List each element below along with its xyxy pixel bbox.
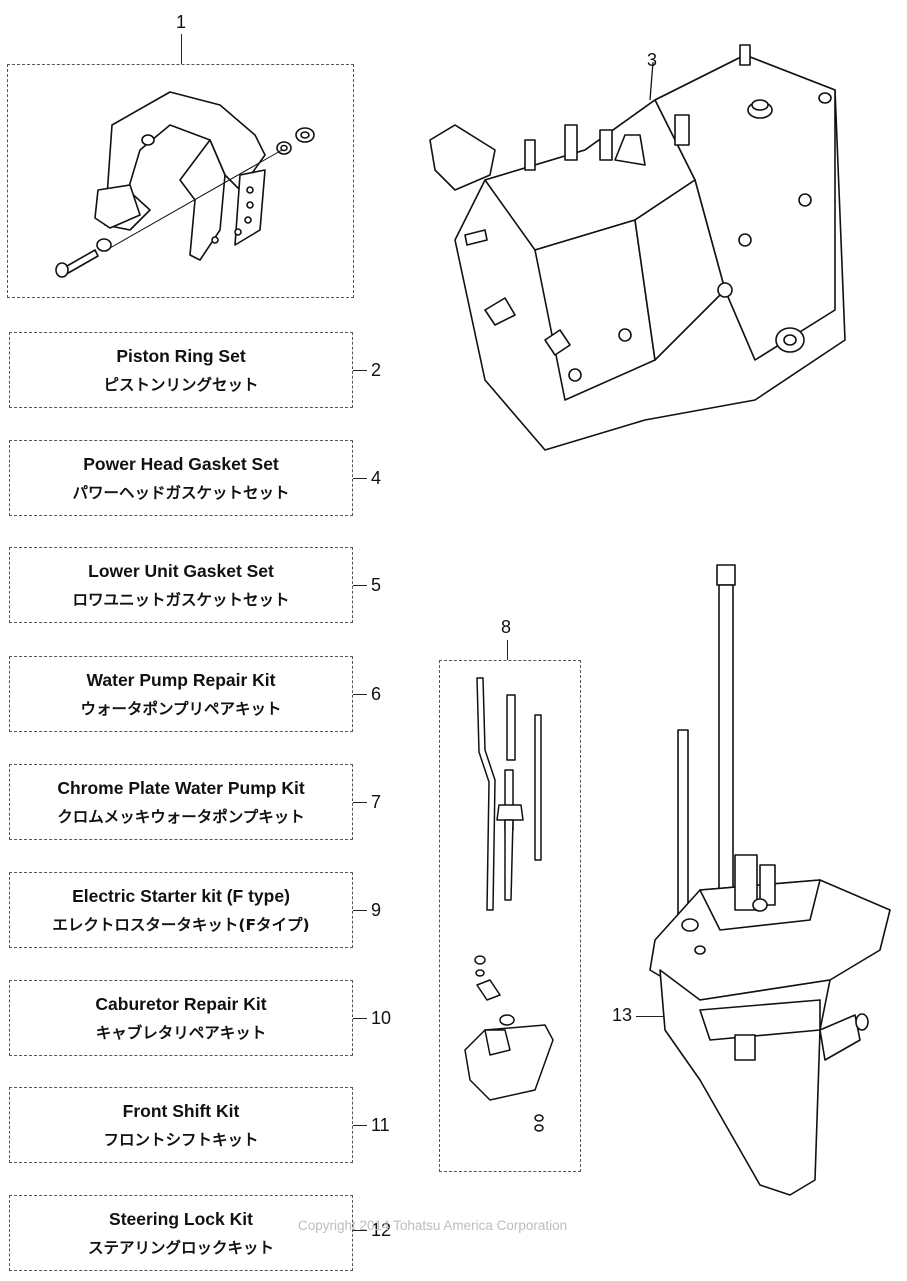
callout-6: 6 bbox=[371, 684, 382, 704]
callout-8: 8 bbox=[501, 617, 512, 637]
kit-name-jp: クロムメッキウォータポンプキット bbox=[57, 808, 305, 826]
callout-11-leader bbox=[353, 1125, 367, 1127]
callout-7: 7 bbox=[371, 792, 382, 812]
callout-10: 10 bbox=[371, 1008, 392, 1028]
callout-8-leader bbox=[507, 640, 509, 660]
kit-name-jp: パワーヘッドガスケットセット bbox=[72, 484, 290, 502]
callout-12: 12 bbox=[371, 1220, 392, 1240]
callout-6-leader bbox=[353, 694, 367, 696]
kit-box-chrome-plate-water-pump-kit: Chrome Plate Water Pump Kit クロムメッキウォータポン… bbox=[9, 764, 353, 840]
kit-box-electric-starter-kit: Electric Starter kit (F type) エレクトロスタータキ… bbox=[9, 872, 353, 948]
callout-7-leader bbox=[353, 802, 367, 804]
kit-box-water-pump-repair-kit: Water Pump Repair Kit ウォータポンプリペアキット bbox=[9, 656, 353, 732]
kit-name-en: Water Pump Repair Kit bbox=[86, 670, 276, 690]
kit-name-jp: フロントシフトキット bbox=[103, 1131, 259, 1149]
callout-9: 9 bbox=[371, 900, 382, 920]
kit-name-jp: キャブレタリペアキット bbox=[95, 1024, 267, 1042]
copyright-watermark: Copyright 2014 Tohatsu America Corporati… bbox=[298, 1218, 568, 1233]
callout-4-leader bbox=[353, 478, 367, 480]
callout-9-leader bbox=[353, 910, 367, 912]
kit-box-power-head-gasket-set: Power Head Gasket Set パワーヘッドガスケットセット bbox=[9, 440, 353, 516]
kit-name-en: Caburetor Repair Kit bbox=[95, 994, 267, 1014]
shift-rod-kit-illustration bbox=[464, 677, 554, 1132]
kit-name-jp: ピストンリングセット bbox=[103, 376, 259, 394]
kit-name-jp: ウォータポンプリペアキット bbox=[80, 700, 282, 718]
callout-12-leader bbox=[353, 1230, 367, 1232]
kit-name-en: Piston Ring Set bbox=[116, 346, 246, 366]
callout-5-leader bbox=[353, 585, 367, 587]
callout-1-leader bbox=[181, 34, 183, 64]
power-head-illustration bbox=[429, 44, 846, 451]
callout-13: 13 bbox=[612, 1005, 633, 1025]
kit-box-front-shift-kit: Front Shift Kit フロントシフトキット bbox=[9, 1087, 353, 1163]
kit-name-en: Power Head Gasket Set bbox=[83, 454, 279, 474]
kit-name-en: Steering Lock Kit bbox=[109, 1209, 253, 1229]
lower-unit-illustration bbox=[649, 564, 891, 1196]
callout-4: 4 bbox=[371, 468, 382, 488]
kit-name-jp: ステアリングロックキット bbox=[87, 1239, 274, 1257]
callout-2-leader bbox=[353, 370, 367, 372]
callout-11: 11 bbox=[371, 1115, 390, 1135]
part-8-frame bbox=[439, 660, 581, 1172]
kit-box-steering-lock-kit: Steering Lock Kit ステアリングロックキット bbox=[9, 1195, 353, 1271]
callout-13-leader bbox=[636, 1016, 680, 1018]
callout-5: 5 bbox=[371, 575, 382, 595]
kit-name-en: Lower Unit Gasket Set bbox=[88, 561, 274, 581]
kit-name-en: Chrome Plate Water Pump Kit bbox=[57, 778, 305, 798]
callout-10-leader bbox=[353, 1018, 367, 1020]
kit-box-lower-unit-gasket-set: Lower Unit Gasket Set ロワユニットガスケットセット bbox=[9, 547, 353, 623]
callout-2: 2 bbox=[371, 360, 382, 380]
part-1-frame bbox=[7, 64, 354, 298]
callout-1: 1 bbox=[176, 12, 187, 32]
kit-name-en: Electric Starter kit (F type) bbox=[72, 886, 290, 906]
kit-name-jp: ロワユニットガスケットセット bbox=[72, 591, 290, 609]
kit-name-jp: エレクトロスタータキット(Fタイプ) bbox=[52, 916, 310, 934]
kit-box-caburetor-repair-kit: Caburetor Repair Kit キャブレタリペアキット bbox=[9, 980, 353, 1056]
kit-name-en: Front Shift Kit bbox=[122, 1101, 240, 1121]
callout-3: 3 bbox=[647, 50, 658, 70]
kit-box-piston-ring-set: Piston Ring Set ピストンリングセット bbox=[9, 332, 353, 408]
clamp-bracket-illustration bbox=[55, 91, 315, 278]
